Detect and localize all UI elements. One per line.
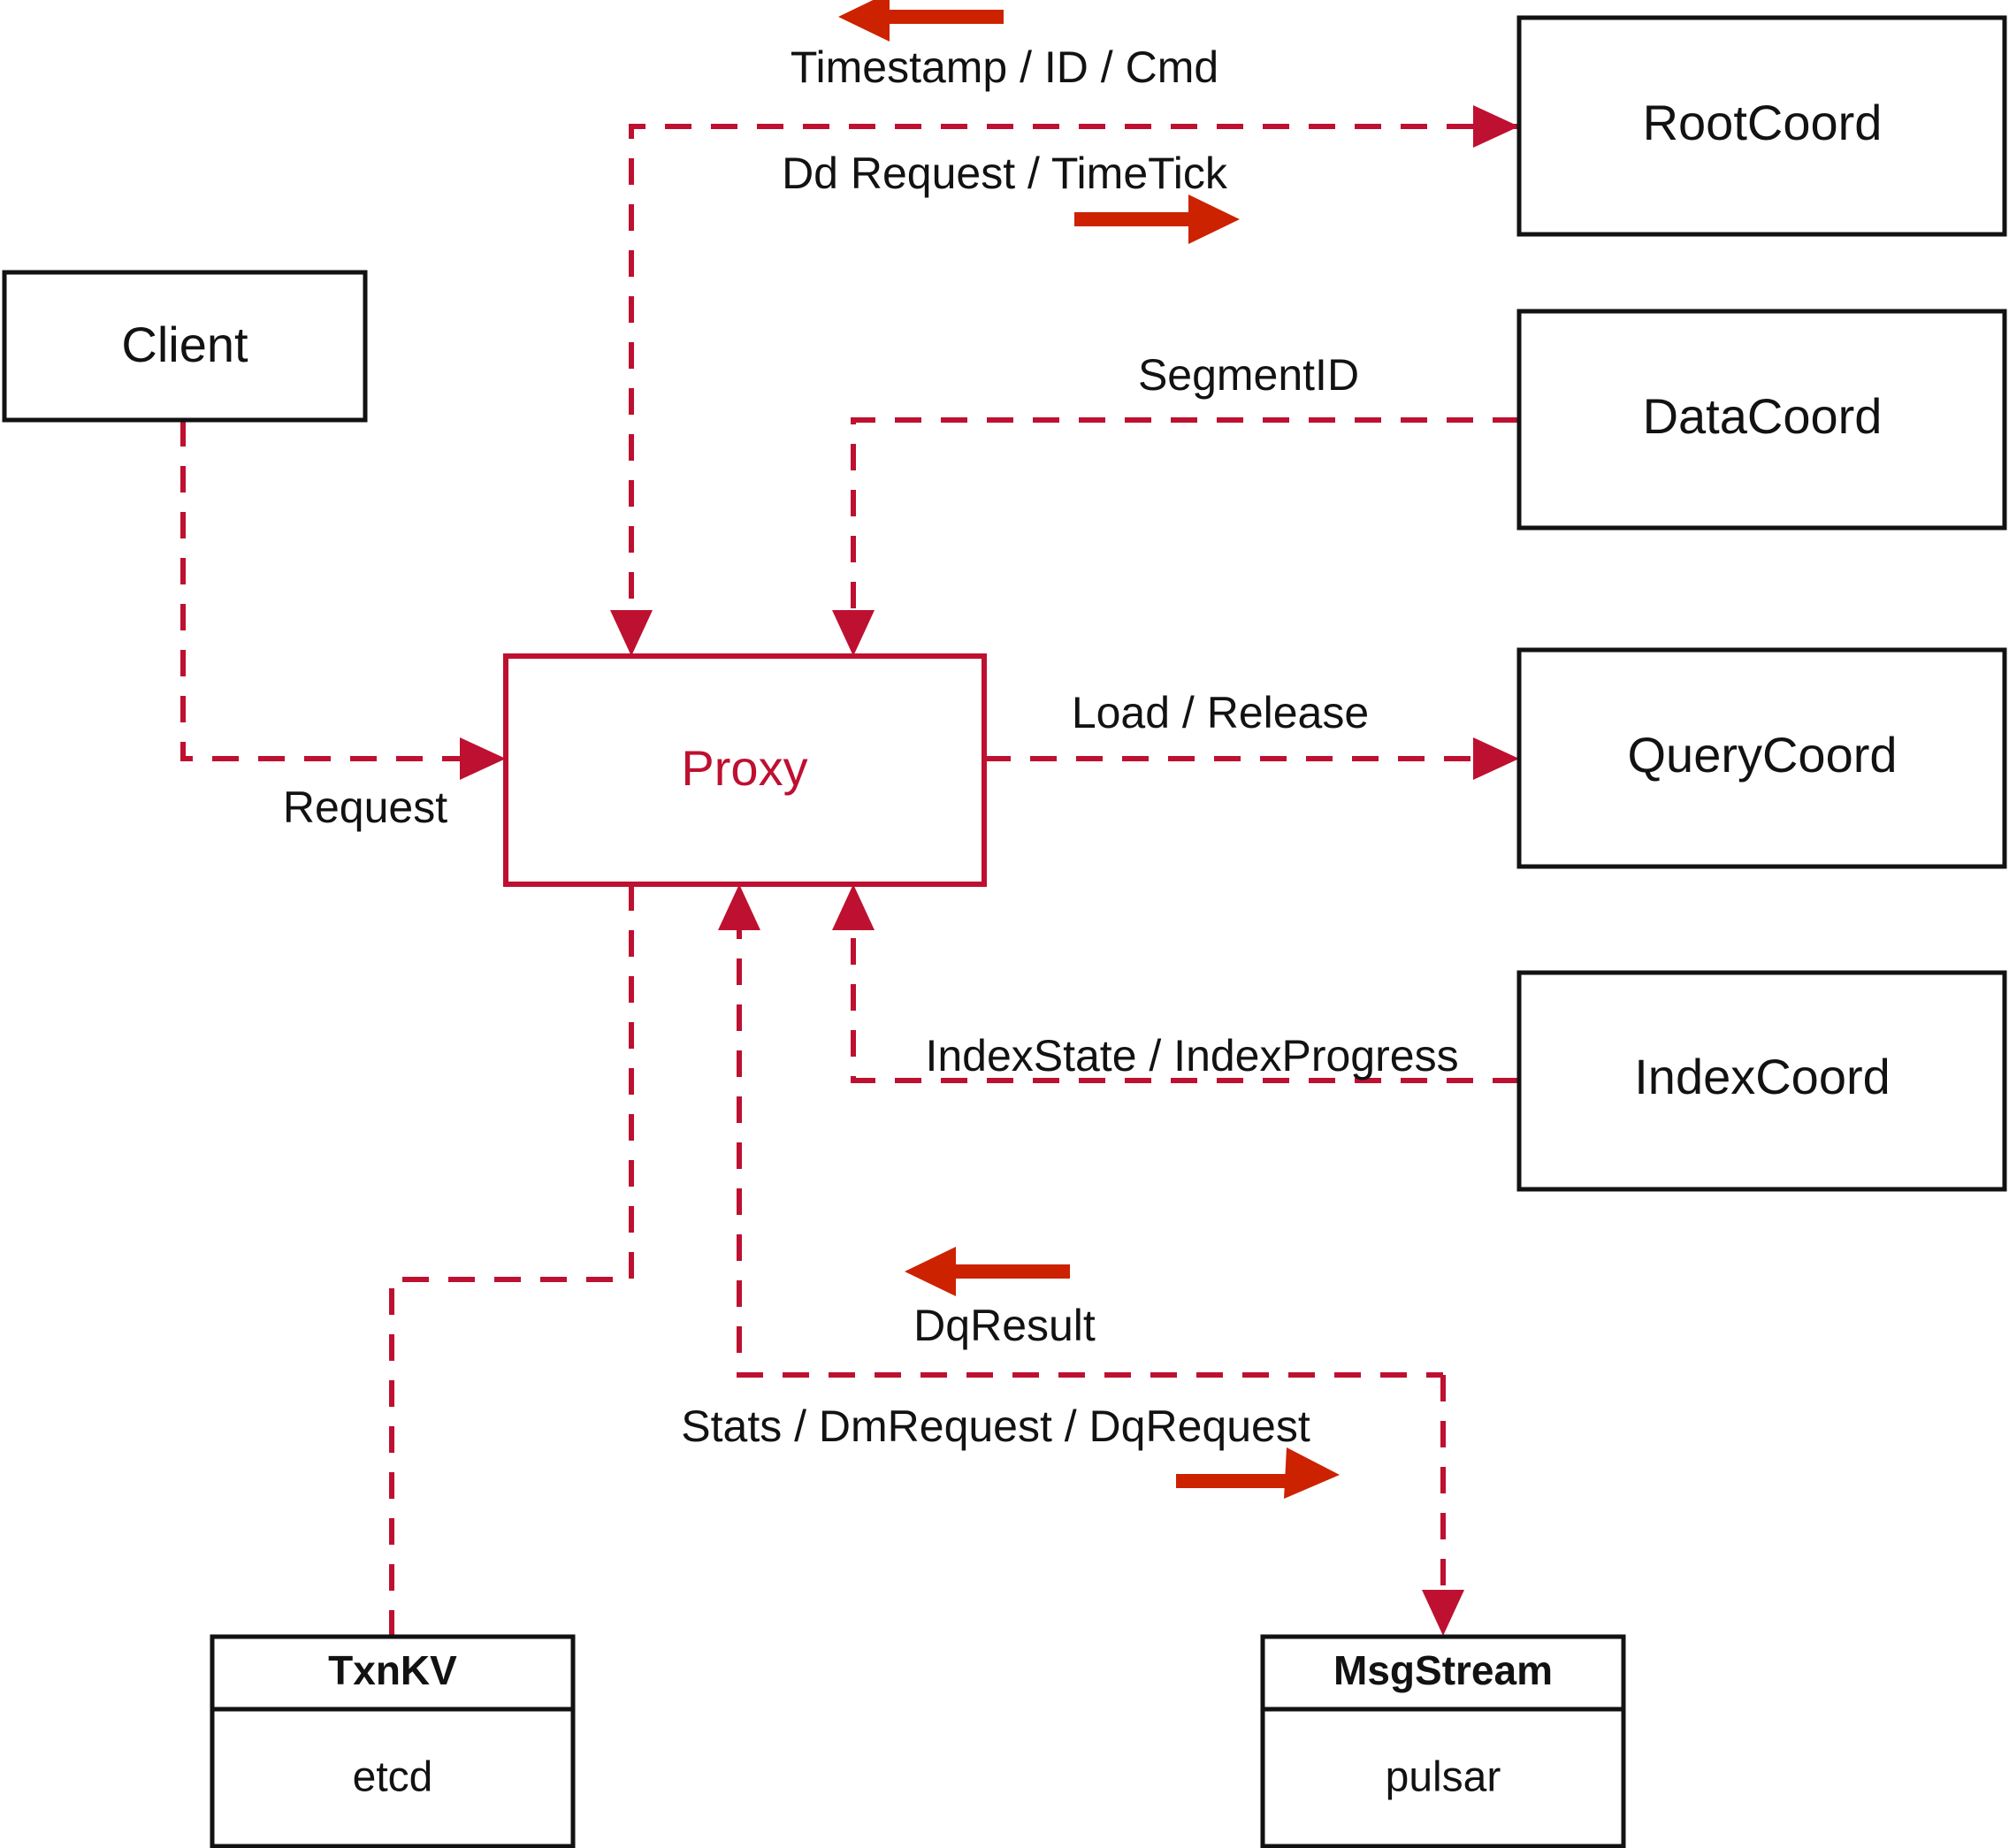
node-msgstream[interactable]: MsgStream pulsar — [1260, 1634, 1626, 1848]
indexcoord-box[interactable] — [1516, 970, 2007, 1192]
edge-label-segmentid: SegmentID — [1138, 350, 1359, 400]
arrow-head-icon — [838, 0, 890, 42]
querycoord-box[interactable] — [1516, 647, 2007, 869]
edge-label-indexstate: IndexState / IndexProgress — [925, 1031, 1458, 1081]
edge-label-request: Request — [283, 783, 447, 832]
arrow-head-icon — [905, 1247, 956, 1296]
arrowhead-icon — [718, 884, 760, 930]
edge-path — [851, 913, 1519, 1083]
client-label: Client — [121, 317, 248, 372]
node-datacoord[interactable]: DataCoord — [1516, 309, 2007, 531]
edge-path — [629, 124, 1519, 628]
msgstream-impl: pulsar — [1386, 1754, 1501, 1801]
node-rootcoord[interactable]: RootCoord — [1516, 15, 2007, 237]
direction-arrow-dmrequest — [1176, 1447, 1340, 1499]
node-indexcoord[interactable]: IndexCoord — [1516, 970, 2007, 1192]
edge-path — [180, 420, 477, 761]
edge-client-to-proxy — [180, 420, 506, 780]
datacoord-label: DataCoord — [1643, 388, 1883, 444]
arrowhead-icon — [1473, 105, 1519, 148]
proxy-box[interactable] — [503, 653, 987, 887]
edge-label-ddrequest: Dd Request / TimeTick — [782, 149, 1228, 198]
msgstream-box[interactable] — [1260, 1634, 1626, 1848]
arrowhead-icon — [610, 610, 653, 656]
edge-proxy-to-rootcoord — [1473, 105, 1519, 148]
datacoord-box[interactable] — [1516, 309, 2007, 531]
edge-label-dmrequest: Stats / DmRequest / DqRequest — [681, 1401, 1310, 1451]
arrow-head-icon — [1188, 195, 1240, 244]
direction-arrow-timestamp — [838, 0, 1004, 42]
arrowhead-icon — [1473, 737, 1519, 780]
proxy-label: Proxy — [681, 740, 807, 796]
arrowhead-icon — [832, 884, 875, 930]
edge-label-timestamp: Timestamp / ID / Cmd — [791, 42, 1218, 92]
edge-path — [737, 913, 1443, 1378]
client-box[interactable] — [2, 270, 368, 423]
edge-msgstream-to-proxy — [718, 884, 1443, 1378]
direction-arrow-dqresult — [905, 1247, 1070, 1296]
txnkv-box[interactable] — [210, 1634, 576, 1848]
direction-arrow-ddrequest — [1074, 195, 1240, 244]
arrowhead-icon — [832, 610, 875, 656]
edge-indexcoord-to-proxy — [832, 884, 1519, 1083]
edge-proxy-to-msgstream — [1422, 1375, 1464, 1636]
edge-proxy-to-querycoord — [984, 737, 1519, 780]
node-querycoord[interactable]: QueryCoord — [1516, 647, 2007, 869]
rootcoord-box[interactable] — [1516, 15, 2007, 237]
arrowhead-icon — [1422, 1590, 1464, 1636]
node-client[interactable]: Client — [2, 270, 368, 423]
edge-proxy-to-txnkv — [389, 884, 634, 1637]
msgstream-title: MsgStream — [1333, 1647, 1553, 1693]
indexcoord-label: IndexCoord — [1634, 1049, 1891, 1104]
edge-datacoord-to-proxy — [832, 417, 1519, 656]
txnkv-title: TxnKV — [328, 1647, 457, 1693]
edge-rootcoord-to-proxy — [610, 124, 1519, 656]
node-txnkv[interactable]: TxnKV etcd — [210, 1634, 576, 1848]
edge-label-loadrelease: Load / Release — [1072, 688, 1369, 737]
edge-path — [851, 417, 1519, 628]
rootcoord-label: RootCoord — [1643, 95, 1883, 150]
edge-label-dqresult: DqResult — [913, 1301, 1096, 1350]
edge-path — [389, 884, 634, 1637]
node-proxy[interactable]: Proxy — [503, 653, 987, 887]
arrow-head-icon — [1284, 1447, 1340, 1499]
querycoord-label: QueryCoord — [1627, 727, 1897, 783]
txnkv-impl: etcd — [353, 1754, 433, 1801]
arrowhead-icon — [460, 737, 506, 780]
